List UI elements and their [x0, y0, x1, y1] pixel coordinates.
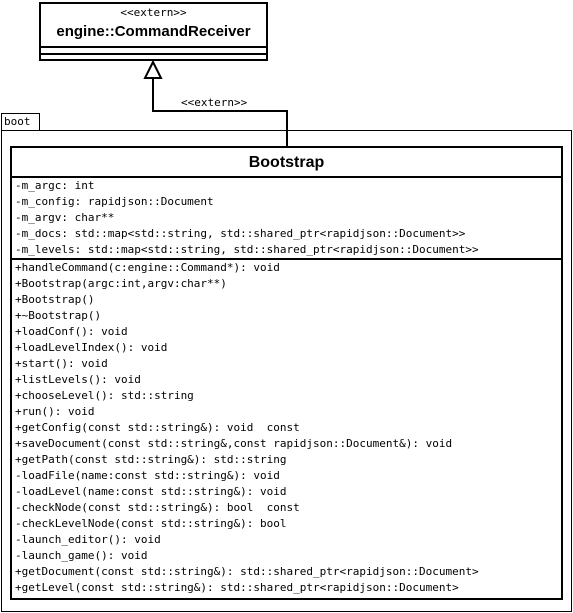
method-row: -checkLevelNode(const std::string&): boo… — [15, 517, 287, 530]
attributes-compartment: -m_argc: int -m_config: rapidjson::Docum… — [12, 178, 561, 258]
method-row: +handleCommand(c:engine::Command*): void — [15, 261, 280, 274]
package-tab: boot — [1, 113, 40, 131]
method-row: +~Bootstrap() — [15, 309, 102, 322]
attribute-row: -m_docs: std::map<std::string, std::shar… — [15, 227, 466, 240]
attribute-row: -m_config: rapidjson::Document — [15, 195, 214, 208]
method-row: +start(): void — [15, 357, 108, 370]
receiver-divider-2 — [41, 53, 266, 55]
method-row: -loadFile(name:const std::string&): void — [15, 469, 280, 482]
attribute-row: -m_levels: std::map<std::string, std::sh… — [15, 243, 479, 256]
method-row: -launch_editor(): void — [15, 533, 161, 546]
method-row: +getDocument(const std::string&): std::s… — [15, 565, 479, 578]
package-name: boot — [4, 115, 31, 128]
method-row: +Bootstrap() — [15, 293, 95, 306]
method-row: +getLevel(const std::string&): std::shar… — [15, 581, 459, 594]
method-row: -launch_game(): void — [15, 549, 148, 562]
attribute-row: -m_argc: int — [15, 179, 95, 192]
method-row: +run(): void — [15, 405, 95, 418]
command-receiver-class: <<extern>> engine::CommandReceiver — [39, 2, 268, 61]
methods-compartment: +handleCommand(c:engine::Command*): void… — [12, 260, 561, 598]
method-row: +saveDocument(const std::string&,const r… — [15, 437, 453, 450]
method-row: -checkNode(const std::string&): bool con… — [15, 501, 300, 514]
bootstrap-class: Bootstrap -m_argc: int -m_config: rapidj… — [10, 146, 563, 600]
method-row: +loadLevelIndex(): void — [15, 341, 168, 354]
method-row: -loadLevel(name:const std::string&): voi… — [15, 485, 287, 498]
receiver-divider-1 — [41, 46, 266, 48]
method-row: +chooseLevel(): std::string — [15, 389, 194, 402]
method-row: +loadConf(): void — [15, 325, 128, 338]
method-row: +Bootstrap(argc:int,argv:char**) — [15, 277, 227, 290]
bootstrap-title-divider — [12, 176, 561, 178]
bootstrap-attributes-divider — [12, 258, 561, 260]
method-row: +listLevels(): void — [15, 373, 141, 386]
receiver-stereotype: <<extern>> — [120, 6, 187, 19]
relation-stereotype: <<extern>> — [181, 96, 248, 109]
receiver-name: engine::CommandReceiver — [56, 23, 251, 40]
method-row: +getConfig(const std::string&): void con… — [15, 421, 300, 434]
bootstrap-name: Bootstrap — [248, 154, 325, 171]
method-row: +getPath(const std::string&): std::strin… — [15, 453, 287, 466]
attribute-row: -m_argv: char** — [15, 211, 115, 224]
